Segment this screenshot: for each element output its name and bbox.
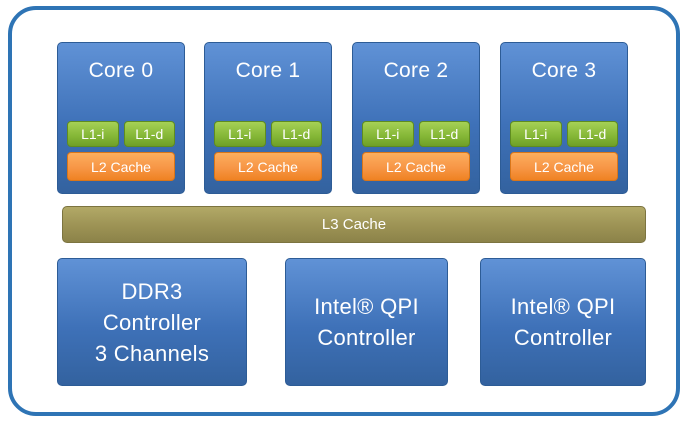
core-title: Core 1 <box>235 59 301 82</box>
core-title: Core 0 <box>88 59 154 82</box>
controller-line: Intel® QPI <box>510 294 616 319</box>
l1i-cache: L1-i <box>510 121 562 147</box>
l3-cache-bar: L3 Cache <box>62 206 646 243</box>
core-title: Core 2 <box>383 59 449 82</box>
l1i-cache: L1-i <box>362 121 414 147</box>
core-block-3: Core 3 L1-i L1-d L2 Cache <box>500 42 628 194</box>
qpi-controller-block-1: Intel® QPI Controller <box>285 258 448 386</box>
l1-cache-row: L1-i L1-d <box>214 121 322 147</box>
l2-cache: L2 Cache <box>362 152 470 181</box>
controller-line: Controller <box>513 325 613 350</box>
controller-line: 3 Channels <box>94 340 210 366</box>
controller-line: Controller <box>102 309 202 335</box>
core-block-1: Core 1 L1-i L1-d L2 Cache <box>204 42 332 194</box>
controller-line: Controller <box>317 325 416 350</box>
qpi-controller-block-2: Intel® QPI Controller <box>480 258 646 386</box>
core-block-0: Core 0 L1-i L1-d L2 Cache <box>57 42 185 194</box>
l1i-cache: L1-i <box>67 121 119 147</box>
l1d-cache: L1-d <box>418 121 470 147</box>
l1-cache-row: L1-i L1-d <box>510 121 618 147</box>
l1d-cache: L1-d <box>123 121 175 147</box>
l2-cache: L2 Cache <box>214 152 322 181</box>
ddr3-controller-block: DDR3 Controller 3 Channels <box>57 258 247 386</box>
controller-line: DDR3 <box>121 278 183 304</box>
l2-cache: L2 Cache <box>510 152 618 181</box>
l1i-cache: L1-i <box>214 121 266 147</box>
l2-cache: L2 Cache <box>67 152 175 181</box>
l1-cache-row: L1-i L1-d <box>67 121 175 147</box>
core-block-2: Core 2 L1-i L1-d L2 Cache <box>352 42 480 194</box>
controller-line: Intel® QPI <box>314 294 419 319</box>
l1-cache-row: L1-i L1-d <box>362 121 470 147</box>
core-title: Core 3 <box>531 59 597 82</box>
l1d-cache: L1-d <box>566 121 618 147</box>
l1d-cache: L1-d <box>270 121 322 147</box>
